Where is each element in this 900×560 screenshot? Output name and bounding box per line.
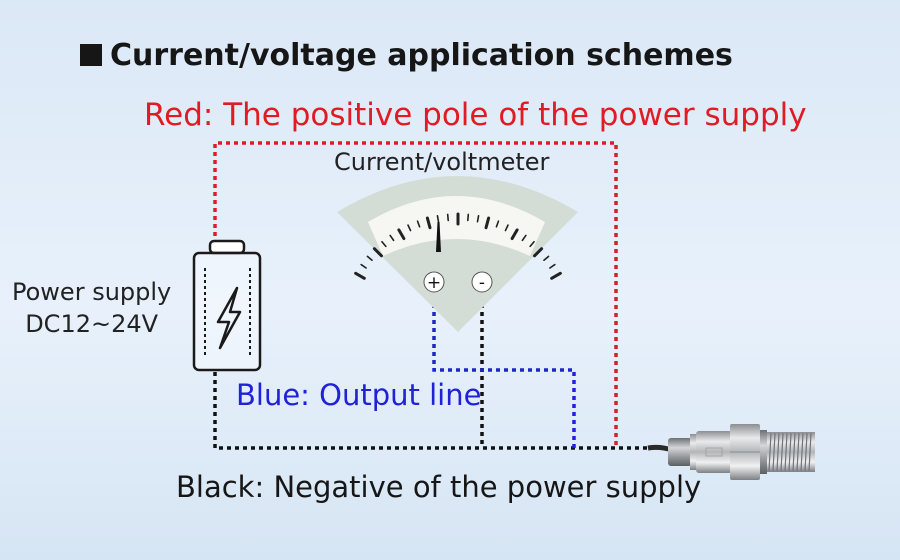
meter-label: Current/voltmeter: [334, 148, 550, 176]
meter-tick: [476, 215, 480, 223]
battery-body: [192, 251, 262, 372]
minus-terminal: [471, 271, 493, 293]
sensor-thread: [776, 432, 780, 472]
lightning-icon: [216, 286, 242, 350]
sensor-thread: [800, 432, 804, 472]
blue-wire-label: Blue: Output line: [236, 378, 482, 412]
battery-terminal: [208, 239, 246, 255]
sensor-thread: [772, 432, 776, 472]
meter-tick: [549, 263, 556, 269]
meter-tick: [397, 228, 406, 241]
sensor-thread: [780, 432, 784, 472]
plus-symbol: +: [427, 273, 441, 293]
sensor-thread: [768, 432, 772, 472]
power-supply-label-line2: DC12~24V: [25, 310, 159, 338]
sensor-thread: [792, 432, 796, 472]
black-wire: [213, 372, 648, 450]
sensor-thread: [788, 432, 792, 472]
red-wire-label: Red: The positive pole of the power supp…: [144, 97, 807, 133]
meter-tick: [436, 215, 440, 223]
meter-tick: [381, 240, 387, 248]
meter-tick: [425, 216, 432, 230]
meter-tick: [354, 271, 366, 280]
meter-tick: [446, 213, 450, 222]
meter-tick: [495, 220, 500, 228]
meter-tick: [466, 213, 470, 222]
meter-tick: [360, 263, 367, 269]
power-supply-label-line1: Power supply: [12, 278, 172, 306]
blue-wire: [432, 288, 576, 448]
meter-tick: [550, 271, 562, 280]
meter-tick: [533, 247, 544, 258]
meter-tick: [389, 234, 395, 242]
sensor-thread: [808, 432, 812, 472]
meter-tick: [529, 240, 535, 248]
meter-tick: [521, 234, 527, 242]
meter-tick: [416, 220, 421, 228]
meter-tick: [510, 228, 519, 241]
pressure-sensor-icon: [647, 424, 815, 480]
meter-tick: [484, 216, 491, 230]
meter-tick: [366, 255, 373, 262]
sensor-thread: [796, 432, 800, 472]
meter-tick: [543, 255, 550, 262]
sensor-thread: [784, 432, 788, 472]
meter-tick: [407, 224, 412, 232]
meter-tick: [504, 224, 509, 232]
battery-icon: [192, 239, 262, 372]
plus-terminal: [423, 271, 445, 293]
square-bullet-icon: [80, 44, 102, 66]
meter-tick: [372, 247, 383, 258]
sensor-thread: [804, 432, 808, 472]
minus-symbol: -: [479, 273, 485, 293]
page-title: Current/voltage application schemes: [80, 38, 733, 73]
power-supply-label: Power supply DC12~24V: [12, 276, 171, 340]
red-wire: [213, 141, 618, 448]
black-wire-label: Black: Negative of the power supply: [176, 470, 702, 504]
ammeter-icon: + -: [337, 176, 578, 332]
